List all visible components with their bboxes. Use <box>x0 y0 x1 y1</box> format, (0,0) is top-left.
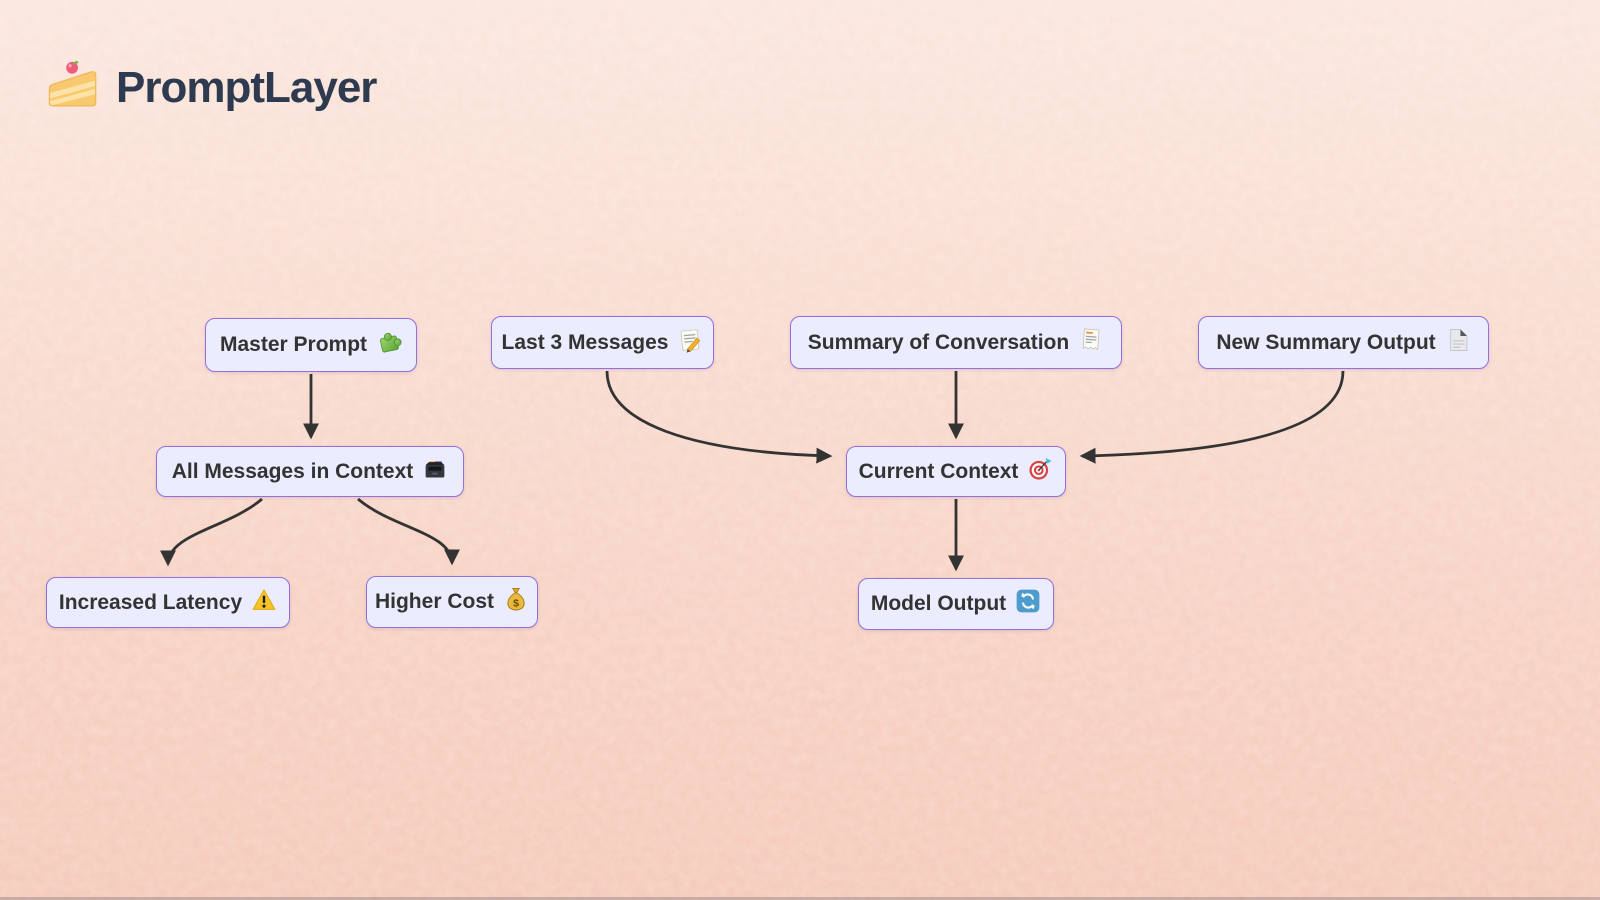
node-new-summary-output: New Summary Output <box>1198 316 1489 369</box>
node-master-prompt: Master Prompt <box>205 318 417 372</box>
cake-slice-icon <box>44 56 102 119</box>
brand-logo: PromptLayer <box>44 56 377 119</box>
puzzle-piece-icon <box>376 329 402 361</box>
edge-newsum-to-curctx <box>1079 370 1345 464</box>
node-label: Current Context <box>858 459 1019 483</box>
node-label: Master Prompt <box>219 333 368 356</box>
node-label: Increased Latency <box>58 590 243 614</box>
node-label: Higher Cost <box>374 590 494 613</box>
page-folded-corner-icon <box>1445 327 1471 359</box>
arrows-cycle-icon <box>1015 588 1041 620</box>
memo-icon <box>677 327 703 359</box>
node-label: Model Output <box>870 592 1007 615</box>
node-label: Last 3 Messages <box>501 330 669 354</box>
receipt-icon <box>1078 327 1104 359</box>
svg-text:$: $ <box>513 597 519 609</box>
target-dart-icon <box>1027 456 1053 488</box>
node-label: New Summary Output <box>1216 330 1436 354</box>
node-model-output: Model Output <box>858 578 1054 630</box>
node-last-3-messages: Last 3 Messages <box>491 316 714 369</box>
warning-icon <box>251 587 277 619</box>
card-file-box-icon <box>422 456 448 488</box>
brand-name: PromptLayer <box>116 62 377 112</box>
edge-last3-to-curctx <box>605 370 833 464</box>
node-all-messages-in-context: All Messages in Context <box>156 446 464 497</box>
node-current-context: Current Context <box>846 446 1066 497</box>
screen-bottom-edge <box>0 897 1600 900</box>
edge-allmsg-to-higher <box>357 497 460 566</box>
node-summary-of-conversation: Summary of Conversation <box>790 316 1122 369</box>
node-higher-cost: Higher Cost $ <box>366 576 538 628</box>
node-increased-latency: Increased Latency <box>46 577 290 628</box>
edge-allmsg-to-inclat <box>160 497 263 567</box>
node-label: All Messages in Context <box>171 459 414 483</box>
node-label: Summary of Conversation <box>807 330 1070 354</box>
money-bag-icon: $ <box>503 586 529 618</box>
